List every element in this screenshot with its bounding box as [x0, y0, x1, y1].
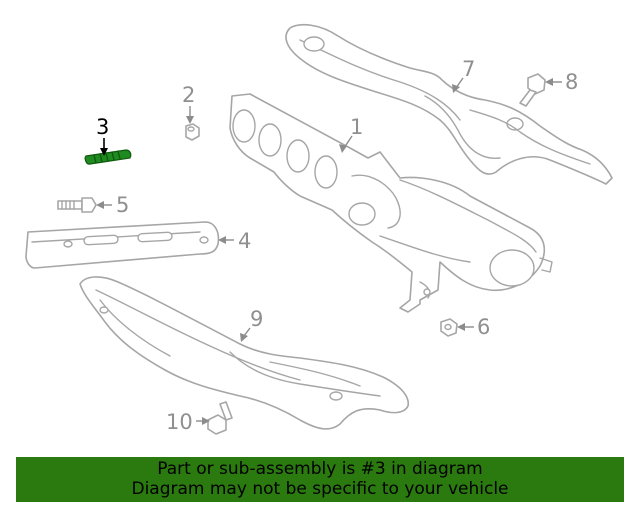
part-6-nut[interactable] — [440, 318, 458, 337]
svg-text:10: 10 — [166, 410, 193, 434]
svg-text:9: 9 — [250, 307, 263, 331]
svg-text:3: 3 — [96, 115, 109, 139]
part-7-upper-heat-insulator[interactable] — [285, 23, 613, 185]
callout-6: 6 — [457, 315, 490, 339]
part-4-bracket[interactable] — [25, 221, 220, 269]
part-5-bolt[interactable] — [57, 197, 97, 213]
part-1-exhaust-manifold[interactable] — [229, 93, 553, 313]
parts-diagram: 1 2 3 4 5 6 7 8 9 10 — [25, 23, 613, 435]
callout-1: 1 — [339, 115, 363, 153]
callout-7: 7 — [452, 57, 475, 93]
notice-banner: Part or sub-assembly is #3 in diagram Di… — [16, 457, 624, 502]
part-9-lower-heat-insulator[interactable] — [79, 276, 410, 430]
svg-text:1: 1 — [350, 115, 363, 139]
banner-line-1: Part or sub-assembly is #3 in diagram — [157, 459, 483, 479]
part-10-bolt[interactable] — [207, 401, 233, 435]
part-3-stud-body — [84, 149, 132, 165]
callout-5: 5 — [96, 193, 129, 217]
part-2-nut[interactable] — [185, 123, 200, 141]
callout-2: 2 — [182, 83, 195, 124]
callout-4: 4 — [218, 229, 251, 253]
svg-text:8: 8 — [565, 70, 578, 94]
svg-text:5: 5 — [116, 193, 129, 217]
svg-text:6: 6 — [477, 315, 490, 339]
svg-text:7: 7 — [462, 57, 475, 81]
banner-line-2: Diagram may not be specific to your vehi… — [131, 479, 509, 499]
part-3-stud[interactable] — [84, 149, 132, 165]
svg-text:2: 2 — [182, 83, 195, 107]
callout-10: 10 — [166, 410, 210, 434]
part-8-bolt[interactable] — [519, 73, 546, 107]
callout-8: 8 — [545, 70, 578, 94]
callout-3: 3 — [96, 115, 109, 156]
svg-text:4: 4 — [238, 229, 251, 253]
callout-9: 9 — [240, 307, 263, 342]
